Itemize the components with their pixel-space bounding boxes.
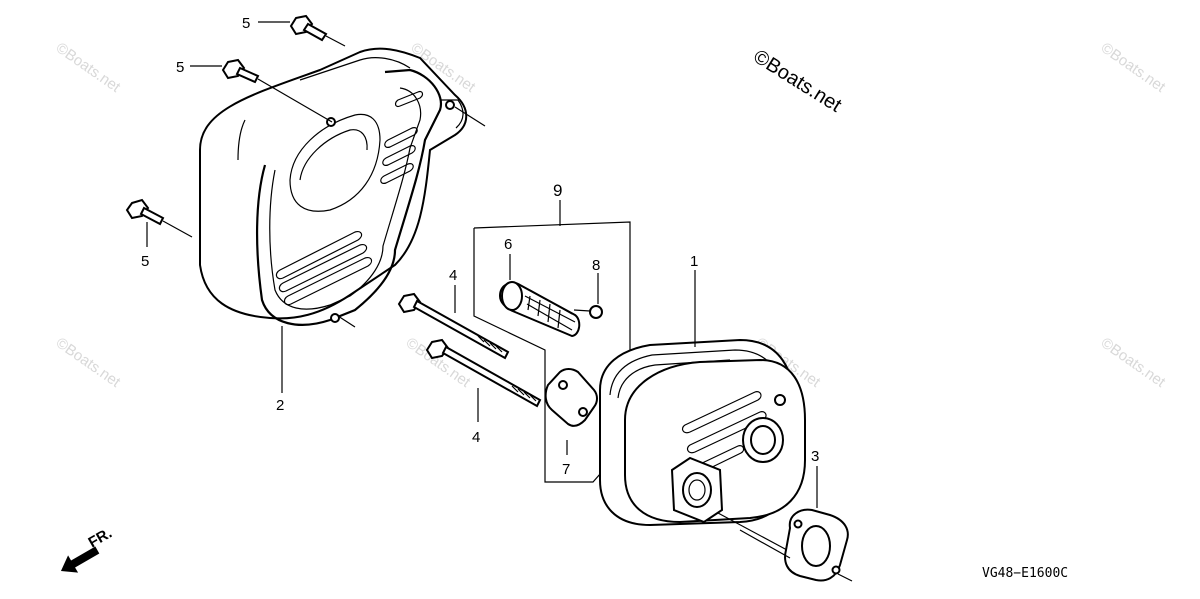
callout-6: 6 <box>504 236 512 253</box>
spark-arrester <box>498 281 581 338</box>
diagram-code: VG48−E1600C <box>982 566 1068 581</box>
watermark: ©Boats.net <box>53 334 124 391</box>
callout-8: 8 <box>592 257 600 274</box>
screw <box>573 305 603 319</box>
muffler <box>599 338 806 527</box>
callout-9: 9 <box>553 181 562 200</box>
muffler-protector <box>199 47 468 326</box>
flange-bolt <box>125 198 193 238</box>
watermark: ©Boats.net <box>1098 334 1169 391</box>
muffler-gasket <box>784 508 849 582</box>
callout-3: 3 <box>811 448 819 465</box>
callout-4: 4 <box>449 267 457 284</box>
callout-7: 7 <box>562 461 570 478</box>
callout-1: 1 <box>690 253 698 270</box>
callout-5: 5 <box>176 59 184 76</box>
callout-2: 2 <box>276 397 284 414</box>
spark-arrester-plate <box>544 368 598 427</box>
front-label: FR. <box>86 525 115 552</box>
watermark: ©Boats.net <box>53 39 124 96</box>
watermark: ©Boats.net <box>1098 39 1169 96</box>
long-bolt <box>397 292 510 360</box>
flange-bolt <box>221 58 333 123</box>
flange-bolt <box>289 14 346 47</box>
callout-5: 5 <box>242 15 250 32</box>
callout-4: 4 <box>472 429 480 446</box>
callout-5: 5 <box>141 253 149 270</box>
copyright-text: ©Boats.net <box>749 46 845 117</box>
front-arrow-icon <box>60 546 100 573</box>
long-bolt <box>425 338 542 408</box>
